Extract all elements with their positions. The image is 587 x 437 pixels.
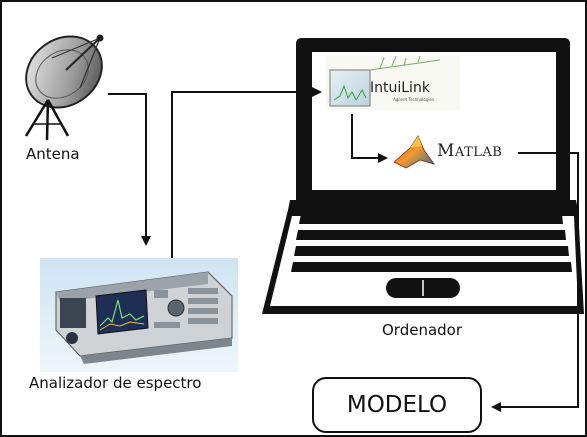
intuilink-logo-icon xyxy=(326,55,460,110)
satellite-dish-icon xyxy=(24,34,104,141)
edge-analizador-intuilink xyxy=(171,87,322,258)
edge-intuilink-matlab xyxy=(351,114,388,163)
edge-matlab-modelo xyxy=(491,152,579,412)
antena-label: Antena xyxy=(26,145,80,163)
matlab-logo-icon xyxy=(393,135,435,169)
matlab-label-rest: ATLAB xyxy=(454,145,503,160)
modelo-label: MODELO xyxy=(346,392,448,418)
edge-antena-analizador xyxy=(108,93,151,246)
matlab-label: MATLAB xyxy=(437,141,502,161)
intuilink-label: IntuiLink xyxy=(370,80,430,96)
spectrum-analyzer-icon xyxy=(40,258,238,372)
ordenador-label: Ordenador xyxy=(382,321,463,339)
matlab-label-first: M xyxy=(437,141,455,161)
analizador-label: Analizador de espectro xyxy=(29,374,202,392)
modelo-box xyxy=(312,377,482,433)
intuilink-vendor-label: Agilent Technologies xyxy=(393,97,435,102)
